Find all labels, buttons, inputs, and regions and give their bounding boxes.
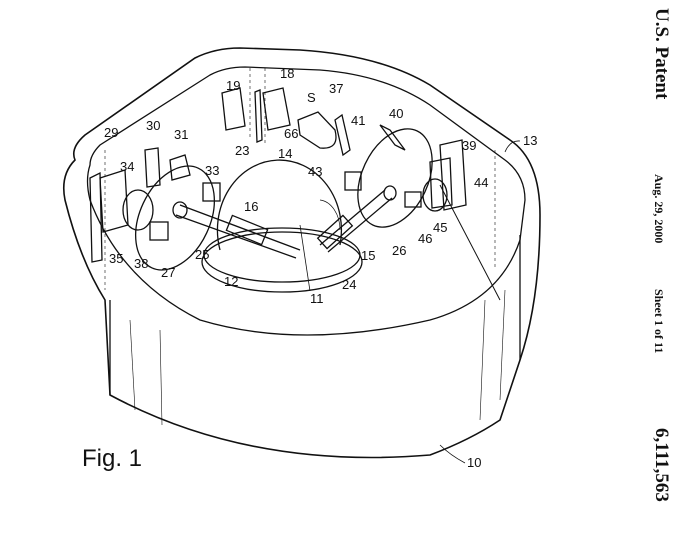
- housing-10: [62, 47, 541, 459]
- label-44: 44: [474, 175, 488, 190]
- sphere-assembly: [201, 159, 363, 293]
- label-41: 41: [351, 113, 365, 128]
- label-14: 14: [278, 146, 292, 161]
- label-33: 33: [205, 163, 219, 178]
- label-24: 24: [342, 277, 356, 292]
- label-39: 39: [462, 138, 476, 153]
- label-13: 13: [523, 133, 537, 148]
- patent-date: Aug. 29, 2000: [652, 174, 666, 244]
- header-title: U.S. Patent: [651, 8, 672, 100]
- patent-number: 6,111,563: [651, 428, 672, 502]
- reference-numerals: 19 18 S 37 40 41 29 30 31 13 39 66 23 14…: [82, 66, 537, 472]
- label-30: 30: [146, 118, 160, 133]
- label-10: 10: [467, 455, 481, 470]
- leader-lines: [299, 140, 521, 464]
- label-34: 34: [120, 159, 134, 174]
- label-37: 37: [329, 81, 343, 96]
- label-18: 18: [280, 66, 294, 81]
- label-40: 40: [389, 106, 403, 121]
- label-46: 46: [418, 231, 432, 246]
- figure-caption: Fig. 1: [82, 445, 142, 472]
- sheet-number: Sheet 1 of 11: [652, 289, 666, 354]
- label-12: 12: [224, 274, 238, 289]
- label-11: 11: [310, 291, 324, 306]
- label-25: 25: [195, 247, 209, 262]
- label-S: S: [307, 90, 316, 105]
- label-26: 26: [392, 243, 406, 258]
- label-31: 31: [174, 127, 188, 142]
- label-19: 19: [226, 78, 240, 93]
- label-27: 27: [161, 265, 175, 280]
- wheel-27: [89, 147, 221, 271]
- label-16: 16: [244, 199, 258, 214]
- label-66: 66: [284, 126, 298, 141]
- label-35: 35: [109, 251, 123, 266]
- top-components: [221, 87, 337, 149]
- label-45: 45: [433, 220, 447, 235]
- label-38: 38: [134, 256, 148, 271]
- label-23: 23: [235, 143, 249, 158]
- wheel-26: [334, 113, 467, 228]
- label-43: 43: [308, 164, 322, 179]
- label-15: 15: [361, 248, 375, 263]
- label-29: 29: [104, 125, 118, 140]
- rods: [172, 185, 397, 259]
